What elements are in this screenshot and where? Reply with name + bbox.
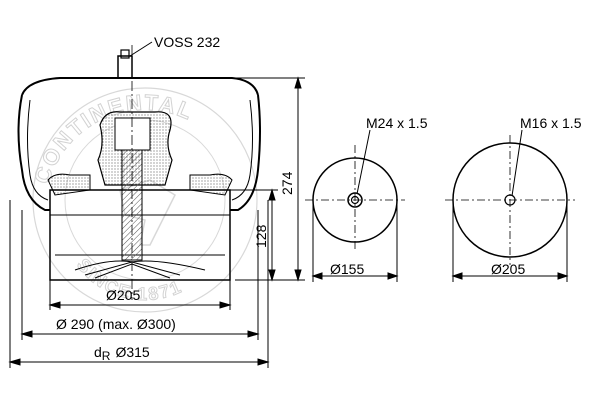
air-spring-side-view	[17, 45, 261, 300]
dia-ref-dimension	[8, 200, 270, 368]
dia-bottom-plate-label: Ø205	[491, 261, 525, 277]
height-total-label: 274	[279, 171, 295, 195]
dia-top-plate-label: Ø155	[330, 261, 364, 277]
dia-piston-label: Ø205	[106, 287, 140, 303]
height-piston-label: 128	[253, 224, 269, 248]
thread-top-label: M24 x 1.5	[366, 115, 428, 131]
dia-bellow-dimension	[20, 210, 260, 340]
thread-top-leader	[356, 129, 371, 195]
top-plate-view	[305, 145, 405, 282]
bottom-plate-view	[445, 135, 575, 282]
thread-bottom-label: M16 x 1.5	[520, 115, 582, 131]
valve-leader	[129, 41, 153, 57]
dia-bellow-label: Ø 290 (max. Ø300)	[56, 316, 176, 332]
dia-piston-dimension	[48, 280, 232, 310]
valve-label: VOSS 232	[154, 34, 220, 50]
height-piston-dimension	[230, 188, 278, 282]
thread-bottom-leader	[511, 129, 523, 197]
height-total-dimension	[235, 76, 305, 282]
